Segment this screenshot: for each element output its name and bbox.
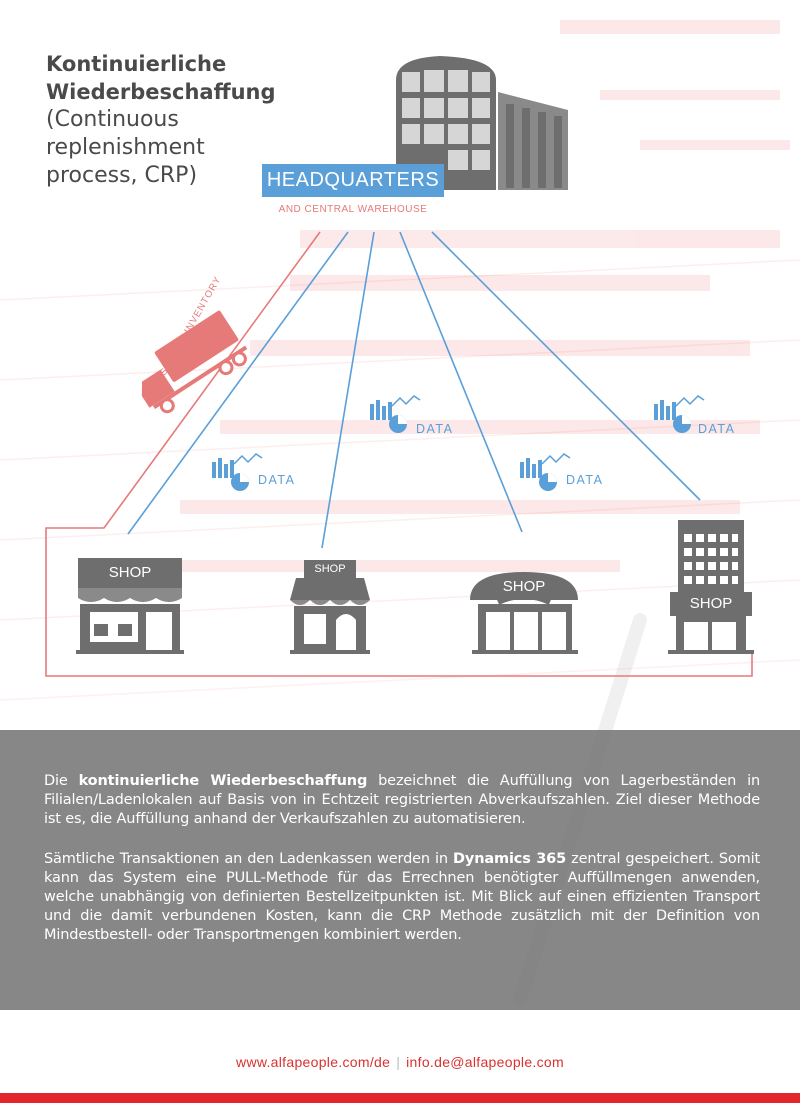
title-bold: Kontinuierliche Wiederbeschaffung (46, 52, 276, 104)
page-title: Kontinuierliche Wiederbeschaffung (Conti… (46, 50, 276, 190)
stock-flow-line (45, 231, 753, 677)
p2-text-rest: zentral gespeichert. Somit kann das Syst… (44, 851, 761, 943)
email-link[interactable]: info.de@alfapeople.com (406, 1054, 564, 1070)
headquarters-building-icon (396, 56, 568, 190)
footer-red-bar (0, 1093, 800, 1103)
data-flow-lines (127, 231, 701, 549)
shop-icon (76, 558, 184, 654)
data-label: DATA (698, 422, 736, 436)
website-link[interactable]: www.alfapeople.com/de (236, 1054, 391, 1070)
data-label: DATA (258, 473, 296, 487)
data-chart-icon (370, 395, 421, 433)
p1-bold: kontinuierliche Wiederbeschaffung (78, 773, 368, 789)
description-paragraph-1: Die kontinuierliche Wiederbeschaffung be… (44, 772, 760, 829)
shop-sign: SHOP (689, 595, 733, 612)
shop-sign: SHOP (108, 564, 152, 581)
data-chart-icon (212, 453, 263, 491)
truck-icon (141, 310, 248, 414)
description-paragraph-2: Sämtliche Transaktionen an den Ladenkass… (44, 850, 760, 945)
footer-separator: | (396, 1054, 401, 1070)
p1-text-rest: bezeichnet die Auffüllung von Lagerbestä… (44, 773, 760, 827)
headquarters-sublabel: AND CENTRAL WAREHOUSE (278, 204, 428, 215)
shop-sign: SHOP (502, 578, 546, 595)
data-label: DATA (416, 422, 454, 436)
crp-diagram (45, 56, 754, 677)
footer: www.alfapeople.com/de | info.de@alfapeople… (0, 1054, 800, 1070)
description-panel: Die kontinuierliche Wiederbeschaffung be… (0, 730, 800, 1010)
p2-text: Sämtliche Transaktionen an den Ladenkass… (44, 851, 454, 867)
shop-building-icon (668, 520, 754, 654)
shop-sign: SHOP (314, 563, 346, 575)
p1-text: Die (44, 773, 79, 789)
data-chart-icon (520, 453, 571, 491)
shop-icon (290, 560, 370, 654)
data-chart-icon (654, 395, 705, 433)
title-sub: (Continuous replenishment process, CRP) (46, 107, 205, 188)
data-label: DATA (566, 473, 604, 487)
headquarters-label: HEADQUARTERS (262, 164, 444, 197)
shop-icon (470, 572, 578, 654)
p2-bold: Dynamics 365 (453, 851, 567, 867)
